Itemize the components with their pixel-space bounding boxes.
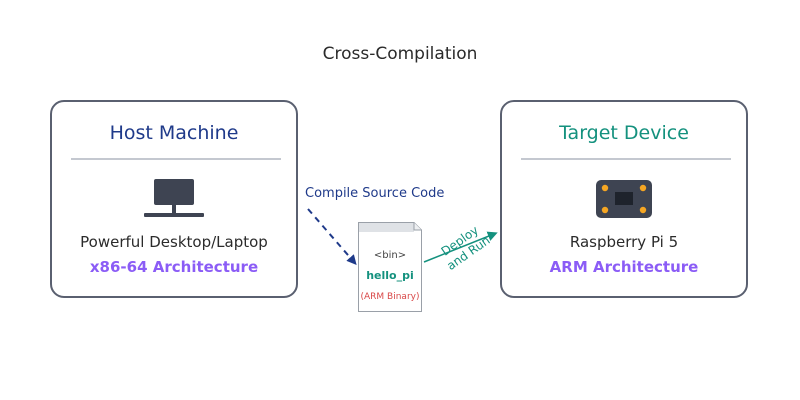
target-device-card: Target Device Raspberry Pi 5 ARM Archite… xyxy=(500,100,748,298)
host-heading: Host Machine xyxy=(109,122,239,144)
target-description: Raspberry Pi 5 xyxy=(569,233,679,251)
arm-binary-document: <bin> hello_pi (ARM Binary) xyxy=(358,222,422,312)
document-icon xyxy=(358,222,422,312)
binary-tag: <bin> xyxy=(373,250,407,261)
deploy-arrow xyxy=(423,231,498,263)
target-divider xyxy=(521,158,731,160)
compile-arrow-label: Compile Source Code xyxy=(305,186,445,201)
host-machine-card: Host Machine Powerful Desktop/Laptop x86… xyxy=(50,100,298,298)
binary-type: (ARM Binary) xyxy=(360,292,420,302)
host-architecture: x86-64 Architecture xyxy=(89,258,259,276)
compile-arrow xyxy=(307,208,357,266)
host-divider xyxy=(71,158,281,160)
desktop-monitor-icon xyxy=(142,179,206,225)
target-heading: Target Device xyxy=(559,122,689,144)
target-architecture: ARM Architecture xyxy=(549,258,699,276)
host-description: Powerful Desktop/Laptop xyxy=(80,233,268,251)
binary-name: hello_pi xyxy=(366,269,414,282)
diagram-title: Cross-Compilation xyxy=(322,44,478,64)
chip-board-icon xyxy=(595,179,653,223)
